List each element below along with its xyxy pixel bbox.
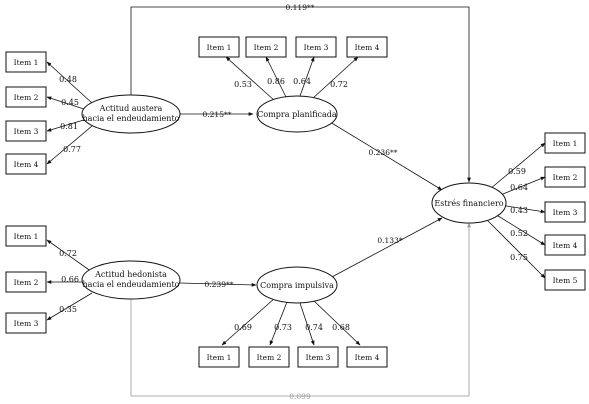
estres-loading-1: 0.59 [508, 167, 526, 176]
path-impulsiva-estres [329, 217, 443, 279]
estres-loading-4: 0.52 [510, 229, 528, 238]
construct-impulsiva-label: Compra impulsiva [260, 281, 334, 290]
hedonista-item-3-box [5, 312, 47, 334]
path-austera-estres-coef: 0.119** [286, 3, 315, 12]
planificada-item-4-box [346, 36, 388, 58]
hedonista-item-2-label: Item 2 [14, 278, 39, 287]
impulsiva-item-1-label: Item 1 [207, 353, 232, 362]
impulsiva-loading-4: 0.68 [332, 323, 350, 332]
hedonista-loading-2: 0.66 [61, 275, 79, 284]
austera-loading-1: 0.48 [59, 75, 77, 84]
planificada-item-2-box [245, 36, 287, 58]
austera-item-4-label: Item 4 [14, 160, 39, 169]
hedonista-loading-1: 0.72 [59, 249, 77, 258]
hedonista-item-3-label: Item 3 [14, 319, 39, 328]
austera-item-1-label: Item 1 [14, 58, 39, 67]
estres-item-2-label: Item 2 [553, 173, 578, 182]
impulsiva-item-4-label: Item 4 [355, 353, 380, 362]
austera-loading-3: 0.81 [60, 122, 78, 131]
planificada-loading-4: 0.72 [330, 80, 348, 89]
path-austera-planificada-coef: 0.215** [203, 110, 232, 119]
impulsiva-loading-2: 0.73 [274, 323, 292, 332]
path-hedonista-estres-coef: 0.099 [289, 392, 311, 401]
estres-item-4-label: Item 4 [553, 241, 578, 250]
estres-loading-3: 0.43 [510, 206, 528, 215]
hedonista-item-1-box [5, 225, 47, 247]
impulsiva-loading-3: 0.74 [305, 323, 323, 332]
austera-item-2-label: Item 2 [14, 93, 39, 102]
estres-item-1-box [544, 132, 586, 154]
planificada-item-3-label: Item 3 [304, 43, 329, 52]
path-hedonista-estres [130, 222, 471, 397]
hedonista-item-2-box [5, 271, 47, 293]
path-hedonista-impulsiva-coef: 0.239** [205, 280, 234, 289]
planificada-loading-2: 0.86 [267, 77, 285, 86]
planificada-loading-1: 0.53 [234, 80, 252, 89]
construct-hedonista-line2: hacia el endeudamiento [83, 280, 180, 289]
planificada-item-1-box [198, 36, 240, 58]
austera-loading-4: 0.77 [63, 145, 81, 154]
construct-impulsiva [256, 266, 338, 304]
construct-planificada-label: Compra planificada [257, 110, 337, 119]
hedonista-item-1-label: Item 1 [14, 232, 39, 241]
impulsiva-item-4-box [346, 346, 388, 368]
impulsiva-item-2-box [248, 346, 290, 368]
estres-item-2-box [544, 166, 586, 188]
austera-item-3-label: Item 3 [14, 127, 39, 136]
path-planificada-estres-coef: 0.236** [369, 148, 398, 157]
path-impulsiva-estres-coef: 0.133* [377, 236, 402, 245]
path-hedonista-impulsiva [179, 282, 257, 287]
construct-hedonista-line1: Actitud hedonista [94, 270, 167, 279]
construct-austera [81, 94, 181, 134]
estres-item-4-box [544, 234, 586, 256]
estres-item-5-label: Item 5 [553, 276, 578, 285]
austera-item-4-box [5, 153, 47, 175]
planificada-item-2-label: Item 2 [254, 43, 279, 52]
construct-austera-line1: Actitud austera [99, 104, 163, 113]
estres-loading-5: 0.75 [510, 253, 528, 262]
construct-estres [431, 182, 507, 224]
estres-item-1-label: Item 1 [553, 139, 578, 148]
estres-item-3-label: Item 3 [553, 208, 578, 217]
hedonista-loading-3: 0.35 [59, 305, 77, 314]
planificada-loading-3: 0.64 [293, 77, 311, 86]
path-austera-estres [130, 6, 471, 183]
austera-item-1-box [5, 51, 47, 73]
austera-loading-2: 0.45 [61, 98, 79, 107]
austera-item-2-box [5, 86, 47, 108]
path-planificada-estres [329, 121, 443, 191]
estres-loading-2: 0.64 [510, 183, 528, 192]
impulsiva-item-1-box [198, 346, 240, 368]
impulsiva-item-3-label: Item 3 [306, 353, 331, 362]
impulsiva-item-3-box [297, 346, 339, 368]
planificada-item-3-box [295, 36, 337, 58]
planificada-item-1-label: Item 1 [207, 43, 232, 52]
construct-estres-label: Estrés financiero [434, 199, 503, 208]
impulsiva-loading-1: 0.69 [234, 323, 252, 332]
planificada-item-4-label: Item 4 [355, 43, 380, 52]
austera-item-3-box [5, 120, 47, 142]
construct-austera-line2: hacia el endeudamiento [83, 114, 180, 123]
estres-item-5-box [544, 269, 586, 291]
impulsiva-item-2-label: Item 2 [257, 353, 282, 362]
construct-hedonista [81, 260, 181, 300]
construct-planificada [256, 95, 338, 133]
estres-item-3-box [544, 201, 586, 223]
